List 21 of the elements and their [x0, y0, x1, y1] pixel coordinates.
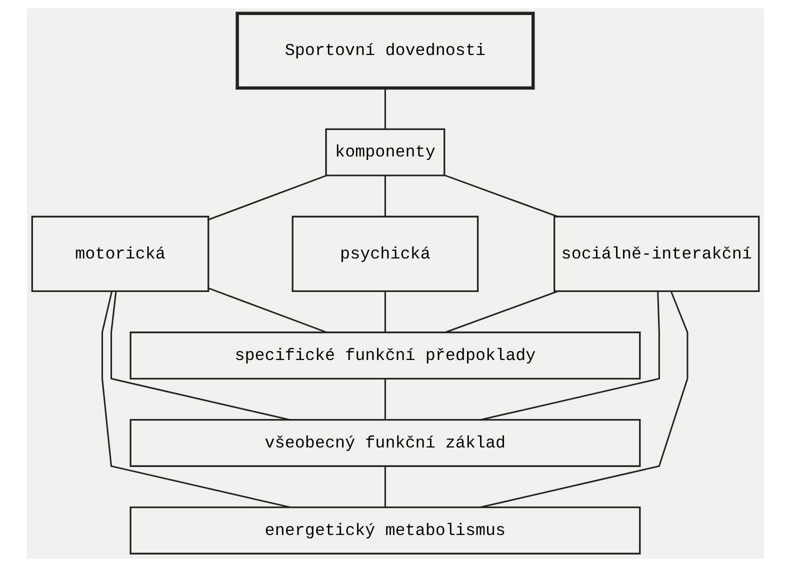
connector: [444, 174, 558, 218]
node-box: komponenty: [324, 128, 445, 176]
connector: [384, 466, 386, 507]
connector: [208, 287, 326, 334]
node-box: Sportovní dovednosti: [235, 12, 534, 90]
node-box: motorická: [30, 216, 209, 292]
connector: [110, 291, 290, 421]
node-box: energetický metabolismus: [129, 506, 640, 554]
connector: [444, 290, 558, 334]
node-box: psychická: [291, 216, 478, 292]
connector: [480, 291, 688, 508]
connector: [384, 176, 386, 216]
node-box: specifické funkční předpoklady: [129, 332, 640, 380]
connector: [480, 292, 660, 421]
node-box: všeobecný funkční základ: [129, 419, 640, 467]
connector: [384, 88, 386, 130]
node-box: sociálně-interakční: [553, 216, 760, 292]
connector: [384, 379, 386, 420]
connector: [208, 174, 326, 220]
connector: [100, 291, 290, 508]
connector: [384, 292, 386, 332]
